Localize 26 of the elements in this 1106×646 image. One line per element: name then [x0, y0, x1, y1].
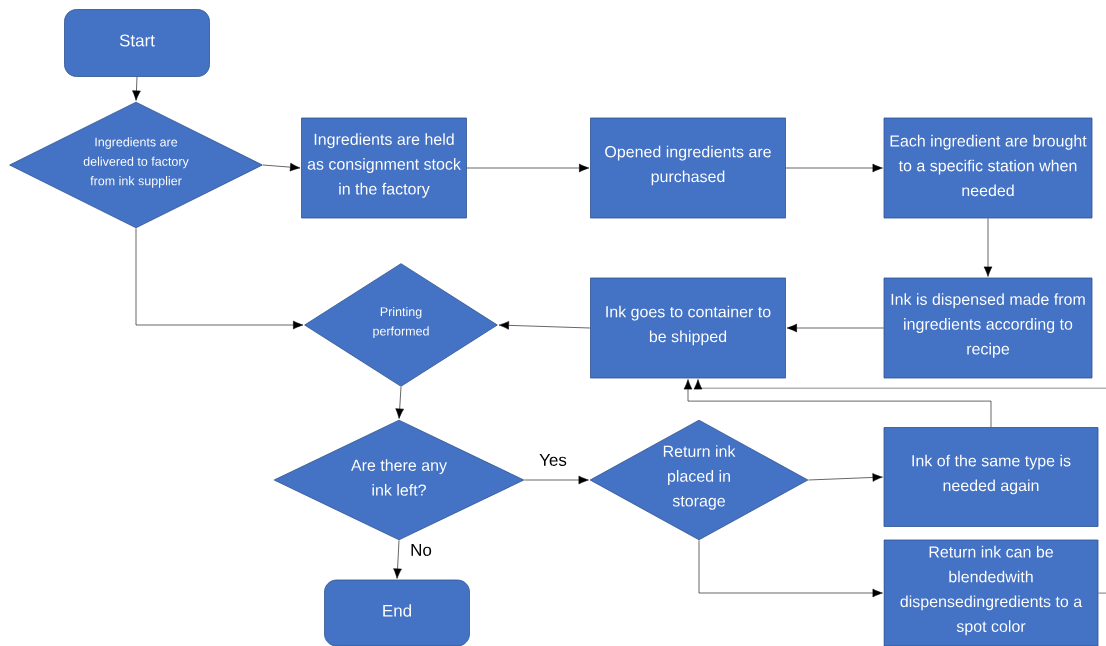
arrow	[498, 321, 591, 330]
arrow	[683, 379, 992, 428]
arrow	[808, 473, 883, 482]
arrow	[393, 540, 402, 579]
edge-label: No	[411, 544, 432, 556]
process-box: Opened ingredients are purchased	[590, 117, 786, 219]
process-box: Ink of the same type is needed again	[883, 427, 1099, 527]
arrow	[395, 386, 404, 419]
arrow	[262, 162, 301, 172]
arrow	[983, 218, 993, 277]
process-box: Return ink can be blendedwith dispensedingredients to a spot color	[883, 539, 1099, 646]
arrow	[698, 540, 883, 598]
process-box: Ink is dispensed made from ingredients according to recipe	[883, 277, 1093, 379]
edge-label: Yes	[539, 454, 567, 466]
arrow	[786, 323, 884, 333]
process-box: Each ingredient are brought to a specific station when needed	[883, 117, 1093, 219]
arrow	[132, 76, 141, 101]
arrow	[466, 163, 590, 173]
terminal-box: Start	[64, 9, 210, 77]
terminal-box: End	[324, 579, 470, 646]
arrow	[785, 163, 883, 173]
arrow	[693, 379, 1106, 390]
process-box: Ingredients are held as consignment stock in the factory	[301, 117, 467, 219]
process-box: Ink goes to container to be shipped	[590, 277, 786, 379]
arrow	[135, 228, 304, 330]
arrow	[524, 475, 589, 485]
